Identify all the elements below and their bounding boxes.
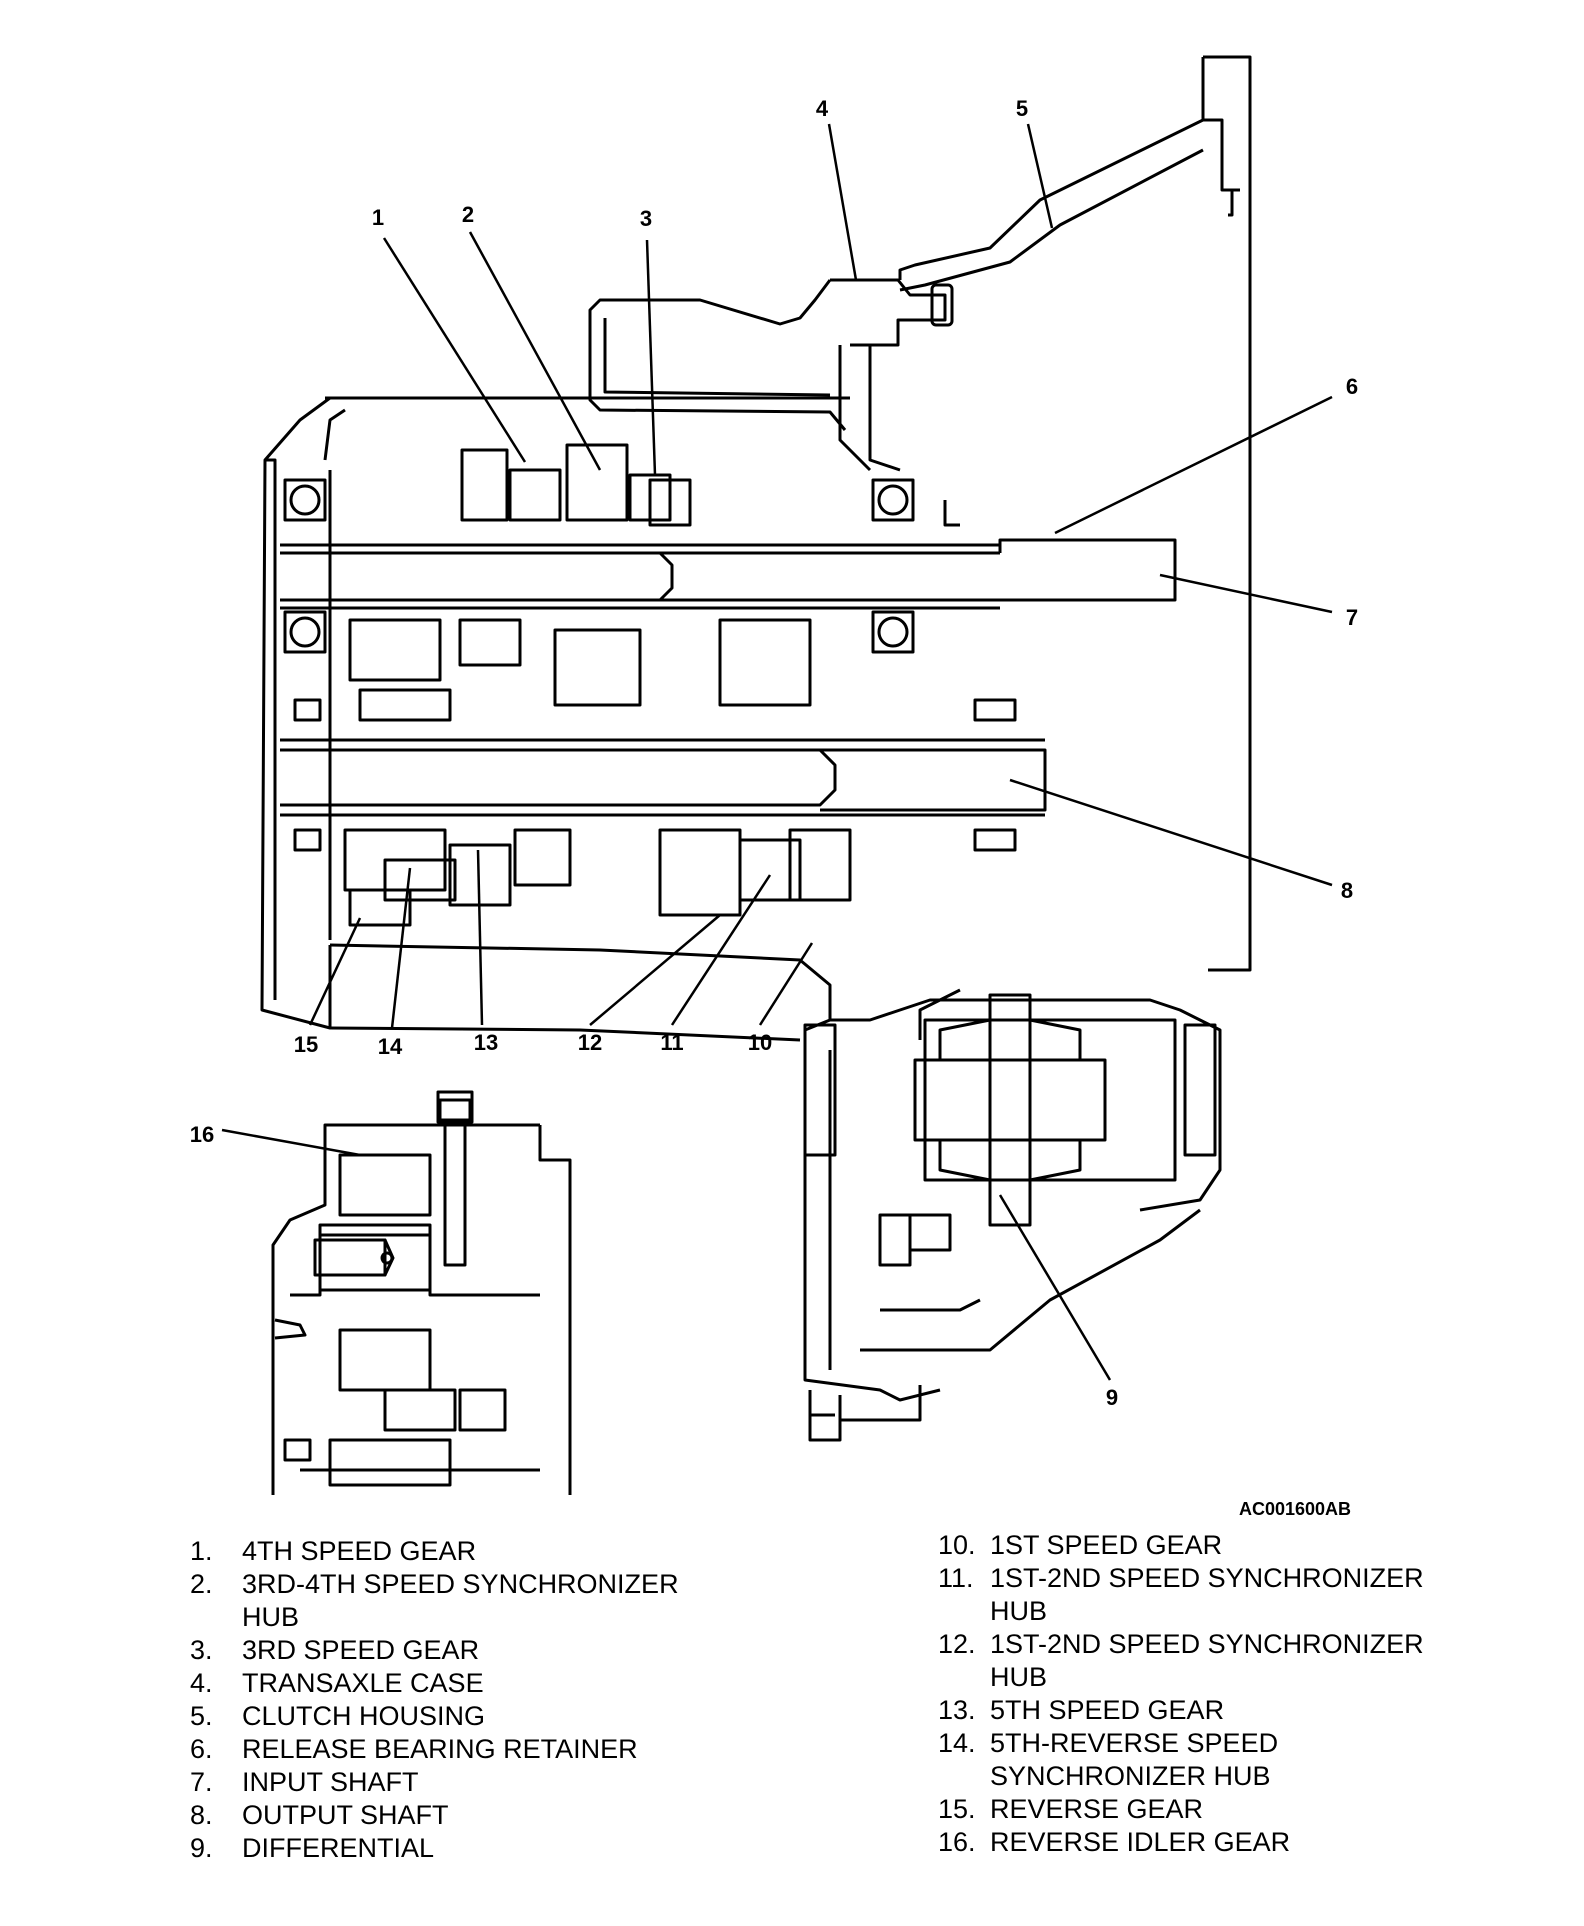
legend-text: 5TH-REVERSE SPEED SYNCHRONIZER HUB [990, 1728, 1279, 1791]
legend-item: 6. RELEASE BEARING RETAINER [190, 1733, 762, 1766]
callout-numbers: 1 2 3 4 5 6 7 8 9 10 11 12 13 14 15 16 A… [190, 96, 1358, 1519]
legend-number: 4. [190, 1668, 213, 1698]
input-shaft-gears [348, 443, 812, 722]
legend-text: CLUTCH HOUSING [242, 1701, 486, 1731]
legend-number: 15. [938, 1794, 976, 1824]
callout-14: 14 [378, 1034, 403, 1059]
callout-10: 10 [748, 1030, 772, 1055]
legend-text: DIFFERENTIAL [242, 1833, 435, 1863]
legend-item: 5. CLUTCH HOUSING [190, 1700, 762, 1733]
callout-8: 8 [1341, 878, 1353, 903]
legend-text: REVERSE GEAR [990, 1794, 1204, 1824]
legend-text: 1ST SPEED GEAR [990, 1530, 1223, 1560]
callout-12: 12 [578, 1030, 602, 1055]
callout-16: 16 [190, 1122, 214, 1147]
legend-text: OUTPUT SHAFT [242, 1800, 449, 1830]
legend-item: 10. 1ST SPEED GEAR [938, 1529, 1510, 1562]
legend-number: 16. [938, 1827, 976, 1857]
legend-number: 9. [190, 1833, 213, 1863]
legend-number: 14. [938, 1728, 976, 1758]
legend-item: 7. INPUT SHAFT [190, 1766, 762, 1799]
legend-number: 7. [190, 1767, 213, 1797]
callout-7: 7 [1346, 605, 1358, 630]
callout-4: 4 [816, 96, 829, 121]
bearings [283, 478, 1017, 852]
legend-text: 5TH SPEED GEAR [990, 1695, 1225, 1725]
legend-number: 5. [190, 1701, 213, 1731]
differential [803, 988, 1222, 1442]
legend-item: 15. REVERSE GEAR [938, 1793, 1510, 1826]
callout-9: 9 [1106, 1385, 1118, 1410]
output-shaft-gears [343, 828, 852, 927]
legend-number: 11. [938, 1563, 974, 1593]
legend-text: 1ST-2ND SPEED SYNCHRONIZER HUB [990, 1629, 1424, 1692]
legend-item: 8. OUTPUT SHAFT [190, 1799, 762, 1832]
legend-number: 6. [190, 1734, 213, 1764]
legend-item: 4. TRANSAXLE CASE [190, 1667, 762, 1700]
legend-number: 3. [190, 1635, 213, 1665]
callout-11: 11 [660, 1030, 683, 1055]
legend-item: 11. 1ST-2ND SPEED SYNCHRONIZER HUB [938, 1562, 1510, 1628]
legend-number: 8. [190, 1800, 213, 1830]
legend-item: 14. 5TH-REVERSE SPEED SYNCHRONIZER HUB [938, 1727, 1510, 1793]
legend-item: 3. 3RD SPEED GEAR [190, 1634, 762, 1667]
legend-text: 4TH SPEED GEAR [242, 1536, 477, 1566]
legend-item: 16. REVERSE IDLER GEAR [938, 1826, 1510, 1859]
callout-3: 3 [640, 206, 652, 231]
legend-item: 1. 4TH SPEED GEAR [190, 1535, 762, 1568]
legend-number: 1. [190, 1536, 213, 1566]
callout-2: 2 [462, 202, 474, 227]
legend-text: 3RD SPEED GEAR [242, 1635, 480, 1665]
legend-text: RELEASE BEARING RETAINER [242, 1734, 638, 1764]
legend-text: INPUT SHAFT [242, 1767, 419, 1797]
legend-item: 12. 1ST-2ND SPEED SYNCHRONIZER HUB [938, 1628, 1510, 1694]
legend-item: 13. 5TH SPEED GEAR [938, 1694, 1510, 1727]
callout-13: 13 [474, 1030, 498, 1055]
callout-15: 15 [294, 1032, 318, 1057]
callout-6: 6 [1346, 374, 1358, 399]
clutch-housing [898, 55, 1252, 972]
legend-text: TRANSAXLE CASE [242, 1668, 484, 1698]
legend-text: 1ST-2ND SPEED SYNCHRONIZER HUB [990, 1563, 1424, 1626]
input-shaft [280, 538, 1177, 610]
legend-item: 9. DIFFERENTIAL [190, 1832, 762, 1865]
legend-right-column: 10. 1ST SPEED GEAR 11. 1ST-2ND SPEED SYNCH… [938, 1529, 1510, 1859]
legend-number: 10. [938, 1530, 976, 1560]
legend-number: 12. [938, 1629, 976, 1659]
figure-code: AC001600AB [1239, 1499, 1351, 1519]
output-shaft [280, 738, 1047, 817]
callout-5: 5 [1016, 96, 1028, 121]
legend-number: 13. [938, 1695, 976, 1725]
reverse-idler-inset [271, 1090, 572, 1495]
legend-left-column: 1. 4TH SPEED GEAR 2. 3RD-4TH SPEED SYNCHRO… [190, 1535, 762, 1865]
callout-1: 1 [372, 205, 384, 230]
legend-item: 2. 3RD-4TH SPEED SYNCHRONIZER HUB [190, 1568, 762, 1634]
leader-lines [221, 123, 1333, 1381]
legend-number: 2. [190, 1569, 213, 1599]
legend-text: REVERSE IDLER GEAR [990, 1827, 1291, 1857]
transaxle-case [260, 278, 954, 1042]
legend-text: 3RD-4TH SPEED SYNCHRONIZER HUB [242, 1569, 679, 1632]
